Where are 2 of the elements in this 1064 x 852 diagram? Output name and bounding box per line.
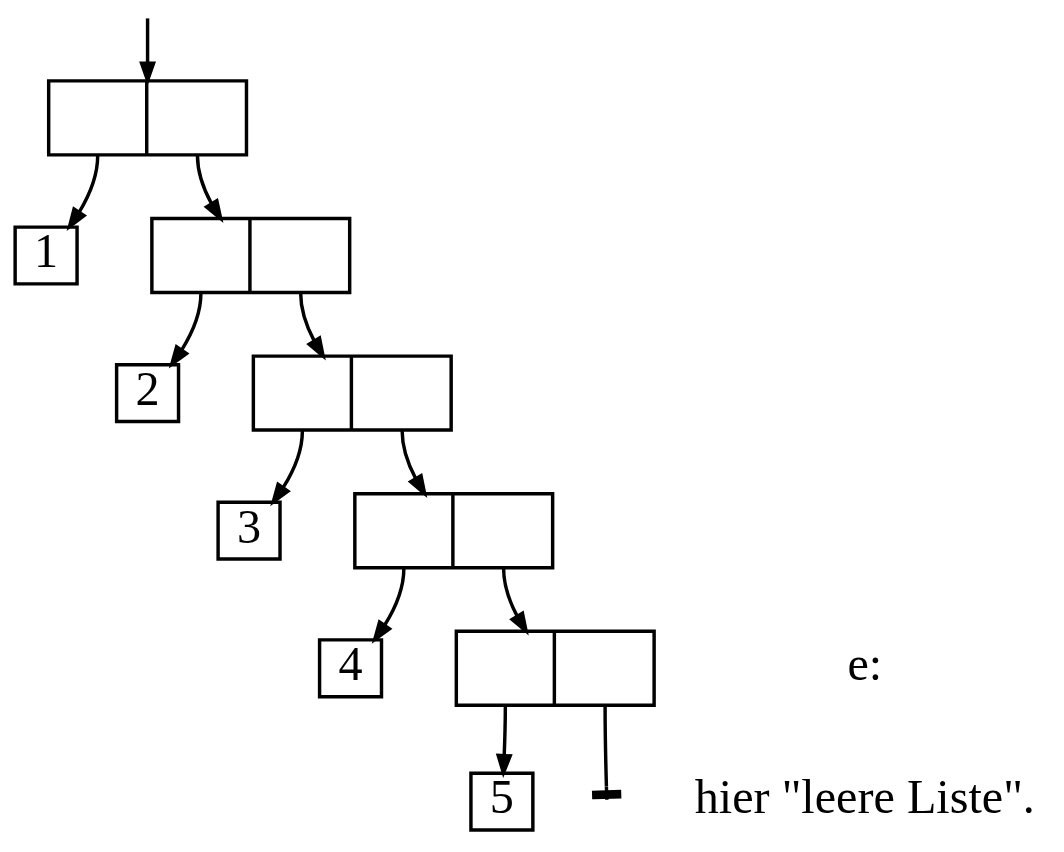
label: e: bbox=[847, 637, 883, 691]
label: hier "leere Liste". bbox=[694, 770, 1035, 824]
